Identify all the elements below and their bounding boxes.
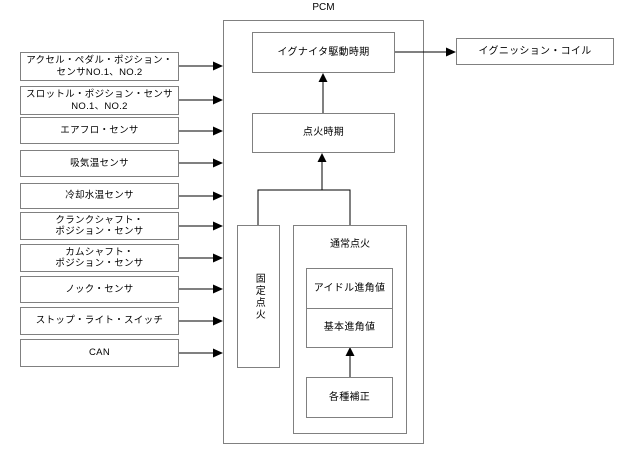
ignition-timing-box: 点火時期 — [252, 113, 395, 153]
input-box-coolant-temp-sensor: 冷却水温センサ — [20, 183, 179, 209]
base-advance-box: 基本進角値 — [306, 308, 393, 348]
input-arrow-3 — [179, 126, 223, 136]
input-arrow-8 — [179, 284, 223, 294]
input-arrow-9 — [179, 316, 223, 326]
input-arrow-5 — [179, 191, 223, 201]
fixed-ignition-box: 固定点火 — [237, 225, 280, 368]
input-box-stop-light-switch: ストップ・ライト・スイッチ — [20, 307, 179, 335]
input-box-knock-sensor: ノック・センサ — [20, 276, 179, 303]
input-arrow-10 — [179, 348, 223, 358]
corrections-box: 各種補正 — [306, 377, 393, 418]
fixed-ignition-label: 固定点火 — [253, 272, 265, 321]
igniter-drive-timing-box: イグナイタ駆動時期 — [252, 32, 395, 73]
input-arrow-4 — [179, 158, 223, 168]
input-box-intake-air-temp-sensor: 吸気温センサ — [20, 150, 179, 177]
input-arrow-2 — [179, 95, 223, 105]
input-box-camshaft-position-sensor: カムシャフト・ ポジション・センサ — [20, 244, 179, 272]
input-arrow-1 — [179, 61, 223, 71]
input-box-throttle-position-sensor: スロットル・ポジション・センサ NO.1、NO.2 — [20, 86, 179, 115]
pcm-title: PCM — [312, 2, 335, 13]
input-box-airflow-sensor: エアフロ・センサ — [20, 117, 179, 144]
normal-ignition-label: 通常点火 — [330, 239, 370, 250]
input-box-accel-pedal-position-sensor: アクセル・ペダル・ポジション・ センサNO.1、NO.2 — [20, 52, 179, 81]
pcm-box — [223, 20, 424, 444]
ignition-coil-box: イグニッション・コイル — [456, 38, 614, 65]
idle-advance-box: アイドル進角値 — [306, 268, 393, 309]
input-arrow-6 — [179, 221, 223, 231]
normal-ignition-box — [293, 225, 407, 434]
input-arrow-7 — [179, 253, 223, 263]
input-box-crankshaft-position-sensor: クランクシャフト・ ポジション・センサ — [20, 212, 179, 240]
input-box-can: CAN — [20, 339, 179, 367]
